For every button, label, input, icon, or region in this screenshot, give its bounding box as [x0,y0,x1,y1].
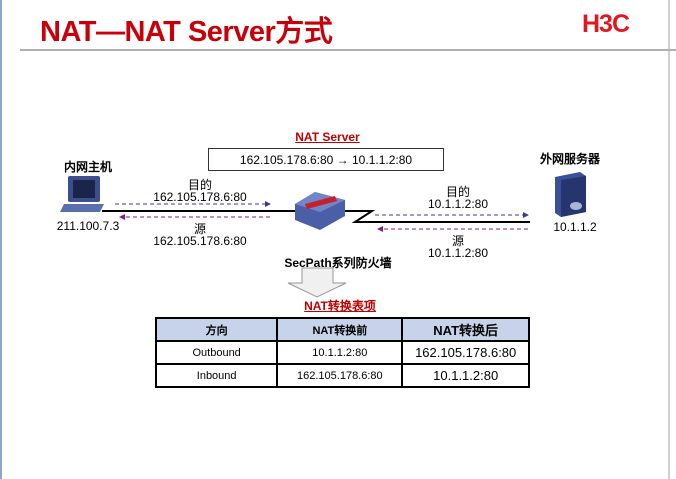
cell-direction: Outbound [154,340,279,365]
right-border [668,0,670,479]
table-row: Outbound 10.1.1.2:80 162.105.178.6:80 [154,340,530,365]
cell-before: 10.1.1.2:80 [276,340,404,365]
cell-direction: Inbound [154,363,279,388]
left-src-label: 源 [193,222,206,236]
title-divider [20,49,676,51]
slide-title: NAT—NAT Server方式 [40,16,333,48]
table-header-row: 方向 NAT转换前 NAT转换后 [154,317,530,342]
h3c-logo: H3C [582,10,630,38]
outer-server-ip: 10.1.1.2 [553,220,597,234]
header-direction: 方向 [154,317,279,342]
firewall-label: SecPath系列防火墙 [284,256,392,270]
right-src-label: 源 [451,234,464,248]
right-dst-label: 目的 [445,185,470,199]
down-arrow-icon [287,267,347,298]
cell-before: 162.105.178.6:80 [276,363,404,388]
pc-icon [60,176,104,212]
header-after: NAT转换后 [401,317,530,342]
inner-host-label: 内网主机 [63,160,112,174]
right-link [345,210,530,223]
header-before: NAT转换前 [276,317,404,342]
table-row: Inbound 162.105.178.6:80 10.1.1.2:80 [154,363,530,388]
right-dst-ip: 10.1.1.2:80 [427,197,489,211]
left-dst-ip: 162.105.178.6:80 [153,190,247,204]
outer-server-label: 外网服务器 [539,152,600,166]
server-icon [555,172,586,217]
inner-host-ip: 211.100.7.3 [56,219,120,233]
left-border [0,0,2,479]
cell-after: 162.105.178.6:80 [401,340,530,365]
nat-server-label: NAT Server [295,130,360,144]
right-src-ip: 10.1.1.2:80 [427,246,489,260]
left-dst-label: 目的 [187,178,212,192]
cell-after: 10.1.1.2:80 [401,363,530,388]
nat-server-mapping: 162.105.178.6:80 → 10.1.1.2:80 [208,148,444,171]
left-src-ip: 162.105.178.6:80 [153,234,247,248]
nat-table: 方向 NAT转换前 NAT转换后 Outbound 10.1.1.2:80 16… [154,317,530,388]
firewall-icon [295,192,345,230]
table-title: NAT转换表项 [304,299,376,313]
